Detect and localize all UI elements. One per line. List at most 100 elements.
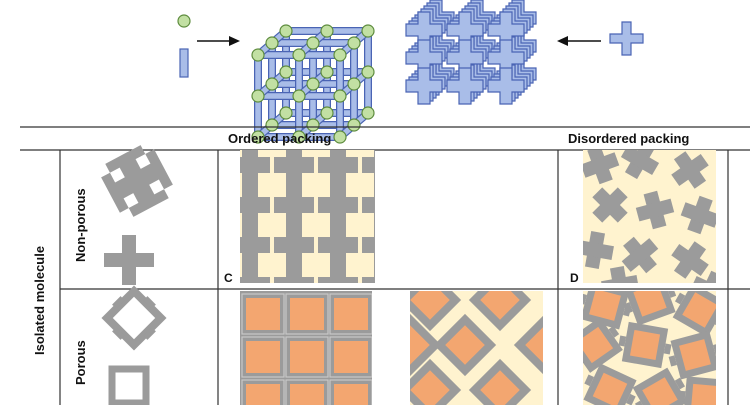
porous-pore [583,326,614,364]
cell-edge [285,293,329,335]
cube-node [361,24,375,38]
cross-arm-h [583,239,614,261]
cell-edge [285,336,329,378]
cross-arm-v [374,225,375,265]
cross-arm-h [671,243,709,277]
header-ordered-packing: Ordered packing [228,131,332,146]
porous-pore [589,291,621,321]
pore [334,384,368,405]
cross-arm-h [583,152,620,178]
porous-tab [623,302,633,314]
cross-arm-h [592,187,628,223]
porous-tab [667,291,677,298]
porous-tab [674,292,686,305]
cube-node [292,48,306,62]
panel-ordered-porous-diamond [410,291,543,405]
cross-arm-h [635,198,675,222]
header-disordered-packing: Disordered packing [568,131,690,146]
loose-cross [680,195,716,235]
cross-arm-h [240,157,270,173]
loose-porous-molecule [668,330,716,380]
isolated-molecules [101,145,173,407]
porous-tab [583,293,587,305]
pore [246,384,280,405]
cross-arm-v [374,185,375,225]
loose-porous-molecule [672,291,716,338]
cube-node [279,106,293,120]
cube-node [320,24,334,38]
loose-cross [671,241,709,279]
loose-cross [583,150,620,185]
porous-pore [682,292,716,328]
stack-cross [487,67,525,105]
porous-tab [608,325,620,338]
cross-arm-h [274,197,314,213]
cube-node [251,130,265,144]
cube-node [347,118,361,132]
arrow-left-icon [557,36,601,46]
cube-node [251,89,265,103]
cross-arm-h [274,157,314,173]
cell-edge [329,379,372,405]
pore [334,298,368,330]
sphere-icon [177,14,191,28]
porous-pore [629,329,661,361]
loose-cross [620,150,660,180]
cross-arm-h [240,237,270,253]
cross-arm-h [671,153,709,187]
cube-node [320,106,334,120]
diamond-molecule [433,313,497,377]
pore [334,341,368,373]
porous-tab [571,352,582,364]
porous-tab [713,343,716,355]
cross-arm-h [362,277,375,283]
row-label-non-porous: Non-porous [73,188,88,262]
cross-arm-h [240,277,270,283]
cross-arm-h [362,237,375,253]
cell-edge [241,379,285,405]
cross-stack-icon [405,0,537,105]
porous-tab [626,393,636,405]
pore [246,341,280,373]
loose-cross [592,187,628,223]
panel-disordered-porous [571,291,716,405]
pore [246,298,280,330]
diamond-frame [410,313,442,377]
cube-node [306,36,320,50]
cross-arm-h [601,274,639,283]
porous-pore [690,383,716,405]
cross-arm-h [240,197,270,213]
cube-node [265,36,279,50]
panel-ordered-nonporous [240,150,375,283]
diamond-frame [513,313,543,377]
pore [290,298,324,330]
loose-porous-molecule [678,376,716,405]
cell-edge [329,336,372,378]
cube-node [292,89,306,103]
porous-tab [618,335,627,347]
diamond-molecule [410,358,462,405]
loose-porous-molecule [623,291,677,326]
cross-arm-h [362,157,375,173]
loose-porous-molecule [571,317,623,373]
cell-edge [241,293,285,335]
porous-pore [679,339,711,371]
cross-arm-v [374,265,375,283]
cube-node [361,65,375,79]
row-label-porous: Porous [73,340,88,385]
cube-node [279,24,293,38]
cross-arm-v [609,266,631,283]
cross-arm-h [620,150,660,176]
loose-porous-molecule [583,363,637,405]
cube-node [251,48,265,62]
row-label-isolated-molecule: Isolated molecule [32,245,47,355]
cross-arm-h [318,237,358,253]
cross-arm-h [318,197,358,213]
cell-edge [329,293,372,335]
diamond-molecule [513,313,543,377]
cross-arm-h [621,238,659,272]
cross-arm-v [374,150,375,185]
cube-node [347,77,361,91]
